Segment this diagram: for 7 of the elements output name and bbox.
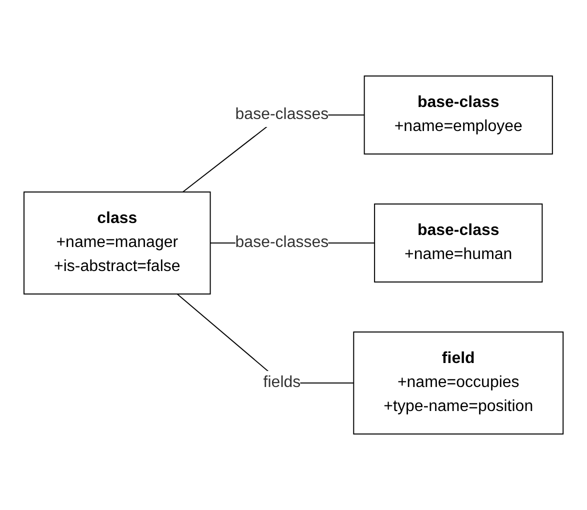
node-box: base-class +name=employee: [364, 76, 553, 154]
edge-label: base-classes: [235, 106, 329, 123]
node-box: class +name=manager +is-abstract=false: [23, 192, 211, 294]
node-box: field +name=occupies +type-name=position: [353, 332, 564, 434]
edge-label: base-classes: [235, 234, 329, 251]
edge-label: fields: [263, 374, 301, 391]
node-box: base-class +name=human: [374, 204, 543, 282]
